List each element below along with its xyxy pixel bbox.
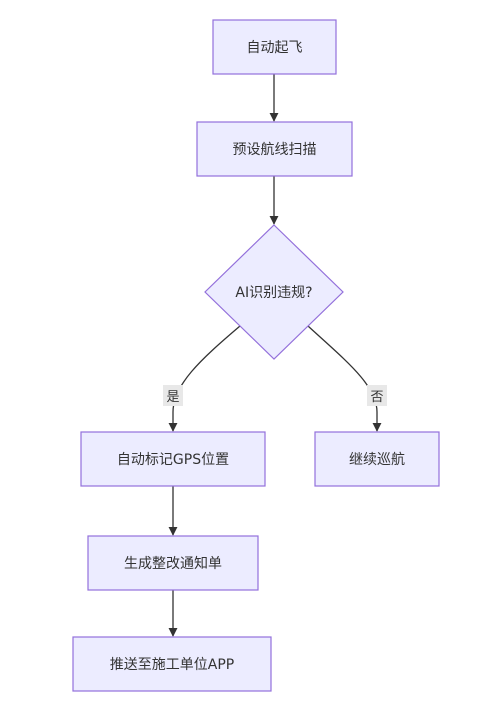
node-decision: AI识别违规?: [204, 224, 344, 360]
edge-decision-to-mark: [168, 325, 241, 432]
node-scan-label: 预设航线扫描: [233, 142, 317, 158]
node-takeoff: 自动起飞: [212, 19, 337, 75]
node-mark: 自动标记GPS位置: [80, 431, 266, 487]
node-mark-label: 自动标记GPS位置: [117, 452, 229, 468]
edge-label-yes-text: 是: [166, 390, 179, 405]
node-push-label: 推送至施工单位APP: [110, 657, 234, 673]
node-decision-label: AI识别违规?: [235, 285, 312, 301]
node-scan: 预设航线扫描: [196, 121, 353, 177]
edge-label-yes: 是: [163, 385, 183, 406]
node-notice-label: 生成整改通知单: [124, 555, 222, 572]
node-continue-label: 继续巡航: [349, 451, 405, 468]
node-takeoff-label: 自动起飞: [247, 40, 303, 56]
node-push: 推送至施工单位APP: [72, 636, 272, 692]
node-continue: 继续巡航: [314, 431, 440, 487]
edge-label-no: 否: [367, 385, 387, 406]
edge-label-no-text: 否: [370, 390, 383, 405]
node-notice: 生成整改通知单: [87, 535, 259, 591]
edge-decision-to-continue: [307, 325, 382, 432]
